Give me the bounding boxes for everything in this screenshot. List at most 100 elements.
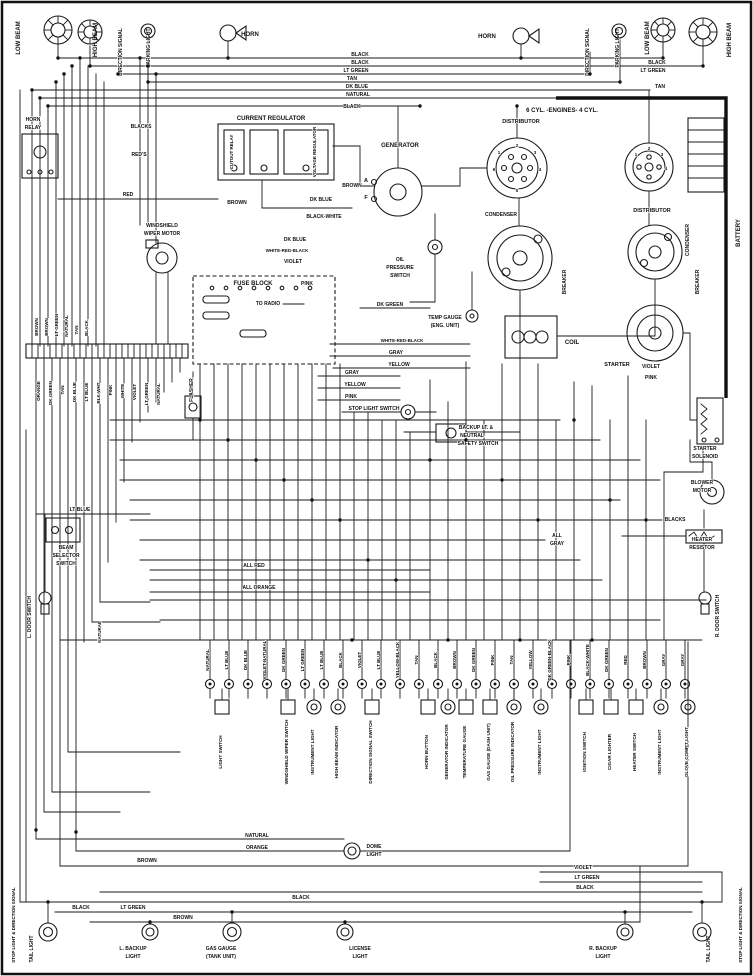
label-heater-resistor: RESISTOR bbox=[689, 545, 715, 551]
wire-color-label: BLACK-WHITE bbox=[585, 644, 590, 676]
horn-left-icon bbox=[235, 24, 247, 42]
diagram-label: SELECTOR bbox=[52, 553, 80, 559]
junction-dot bbox=[198, 418, 202, 422]
component-label: CIGAR LIGHTER bbox=[607, 733, 612, 770]
junction-dot bbox=[154, 72, 158, 76]
headlamp-low-left bbox=[43, 15, 73, 45]
headlamp-high-left bbox=[81, 23, 86, 28]
diagram-label: GAS GAUGE bbox=[206, 946, 237, 952]
headlamp-high-right bbox=[707, 21, 714, 28]
connector-pin bbox=[360, 682, 364, 686]
connector-pin bbox=[607, 682, 611, 686]
connector-pin bbox=[569, 682, 573, 686]
parking-lamp-left bbox=[140, 23, 156, 39]
label-parking-light-right: PARKING LIGHT bbox=[615, 28, 621, 67]
diagram-label: 2 bbox=[516, 143, 519, 148]
diagram-label: BLACKS bbox=[131, 124, 152, 130]
component-symbol-lamp bbox=[506, 699, 522, 715]
headlamp-low-left bbox=[62, 19, 69, 26]
component-label: INSTRUMENT LIGHT bbox=[537, 729, 542, 774]
junction-dot bbox=[618, 80, 622, 84]
center-horizontal-wires bbox=[35, 419, 707, 641]
fuse-block-terminal bbox=[265, 285, 271, 291]
junction-dot bbox=[70, 64, 74, 68]
junction-dot bbox=[34, 828, 38, 832]
junction-dot bbox=[38, 96, 42, 100]
junction-dot bbox=[519, 56, 523, 60]
diagram-label: BROWN bbox=[137, 858, 157, 864]
gas-tank-sender bbox=[222, 922, 242, 942]
left-harness-wires bbox=[31, 57, 353, 347]
tail-lamp-right bbox=[696, 926, 708, 938]
diagram-label: GRAY bbox=[345, 370, 360, 376]
label-low-beam-left: LOW BEAM bbox=[16, 21, 22, 54]
component-symbol-lamp bbox=[533, 699, 549, 715]
coil-symbol bbox=[504, 315, 558, 359]
junction-dot bbox=[394, 578, 398, 582]
diagram-label: TEMP GAUGE bbox=[428, 315, 462, 321]
parking-lamp-right bbox=[614, 26, 624, 36]
voltage-regulator-symbol bbox=[217, 123, 335, 181]
component-label: INSTRUMENT LIGHT bbox=[310, 729, 315, 774]
wire-color-label: DK BLUE bbox=[243, 650, 248, 670]
component-label: GLOVE COMP'T LIGHT bbox=[684, 727, 689, 777]
bulkhead-connector bbox=[660, 678, 672, 690]
backup-lamp-left bbox=[145, 927, 155, 937]
component-symbol-switch bbox=[420, 699, 436, 715]
label-blower-motor: BLOWER bbox=[691, 480, 714, 486]
bulkhead-connector bbox=[356, 678, 368, 690]
junction-dot bbox=[608, 498, 612, 502]
wire-color-label: BLACK bbox=[338, 651, 343, 667]
diagram-label: LIGHT bbox=[353, 954, 368, 960]
diagram-label: R. BACKUP bbox=[589, 946, 617, 952]
bulkhead-connector bbox=[565, 678, 577, 690]
junction-dot bbox=[518, 638, 522, 642]
connector-pin bbox=[398, 682, 402, 686]
diagram-label: TAN bbox=[655, 84, 665, 90]
diagram-label: L. BACKUP bbox=[119, 946, 147, 952]
fuse-block-terminal bbox=[223, 285, 229, 291]
connector-pin bbox=[417, 682, 421, 686]
headlamp-low-right bbox=[654, 21, 659, 26]
diagram-label: NATURAL bbox=[156, 383, 161, 405]
diagram-label: LIGHT bbox=[126, 954, 141, 960]
diagram-label: TO RADIO bbox=[256, 301, 280, 307]
diagram-label: BEAM bbox=[59, 545, 74, 551]
diagram-label: SWITCH bbox=[390, 273, 410, 279]
connector-pin bbox=[322, 682, 326, 686]
diagram-label: LICENSE bbox=[349, 946, 371, 952]
connector-strip-ticks bbox=[31, 343, 183, 359]
diagram-label: OIL bbox=[396, 257, 404, 263]
wire-color-label: YELLOW bbox=[528, 650, 533, 670]
diagram-label: LT GREEN bbox=[575, 875, 600, 881]
diagram-label: WHITE-RED-BLACK bbox=[381, 338, 424, 343]
diagram-label: RED bbox=[123, 192, 134, 198]
door-switch-right-symbol bbox=[698, 591, 712, 615]
headlamp-high-left bbox=[83, 25, 97, 39]
tail-lamp-right bbox=[692, 922, 712, 942]
diagram-label: CUTOUT RELAY bbox=[229, 135, 234, 170]
diagram-label: 4 bbox=[539, 167, 542, 172]
horn-right-icon bbox=[512, 27, 530, 45]
generator-symbol bbox=[370, 167, 423, 217]
wire-color-label: DK GREEN-BLACK bbox=[547, 639, 552, 681]
parking-lamp-right bbox=[611, 23, 627, 39]
oil-pressure-switch-symbol bbox=[427, 239, 443, 255]
beam-selector-switch-symbol bbox=[45, 517, 81, 543]
junction-dot bbox=[515, 104, 519, 108]
diagram-label: DK BLUE bbox=[284, 237, 307, 243]
wire-color-label: YELLOW-BLACK bbox=[395, 641, 400, 678]
center-vertical-wires bbox=[199, 294, 665, 641]
diagram-label: 3 bbox=[534, 150, 537, 155]
license-lamp bbox=[336, 923, 354, 941]
wiper-motor-symbol bbox=[145, 239, 178, 274]
gas-tank-sender bbox=[226, 926, 238, 938]
diagram-label: 4 bbox=[665, 166, 668, 171]
diagram-label: DK BLUE bbox=[346, 84, 369, 90]
bulkhead-connector bbox=[584, 678, 596, 690]
headlamp-low-left bbox=[47, 34, 54, 41]
headlamp-low-left bbox=[62, 34, 69, 41]
diagram-label: VIOLET bbox=[642, 364, 660, 370]
headlamp-high-right bbox=[692, 36, 699, 43]
